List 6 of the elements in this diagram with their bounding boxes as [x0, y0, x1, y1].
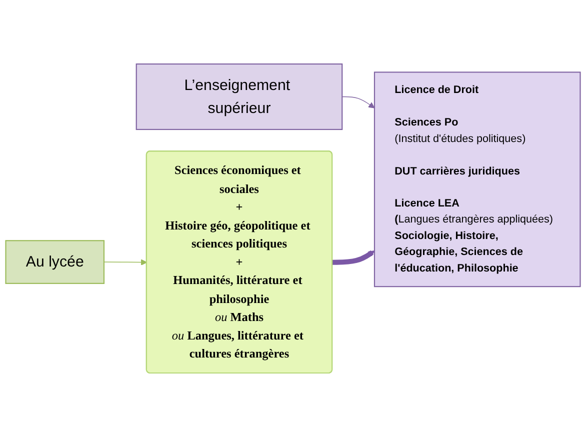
- node-box: L’enseignement supérieur: [136, 63, 343, 130]
- arrow: [332, 250, 375, 265]
- node-box: Au lycée: [5, 240, 105, 284]
- arrow: [104, 259, 148, 266]
- arrow: [342, 96, 375, 108]
- node-box: Licence de Droit Sciences Po (Institut d'études politiques) DUT carrières juridiques Licence LEA (Langues étrangères appliquées) Sociologie, Histoire, Géographie, Sciences de l'éducation, Philosophie: [374, 72, 581, 288]
